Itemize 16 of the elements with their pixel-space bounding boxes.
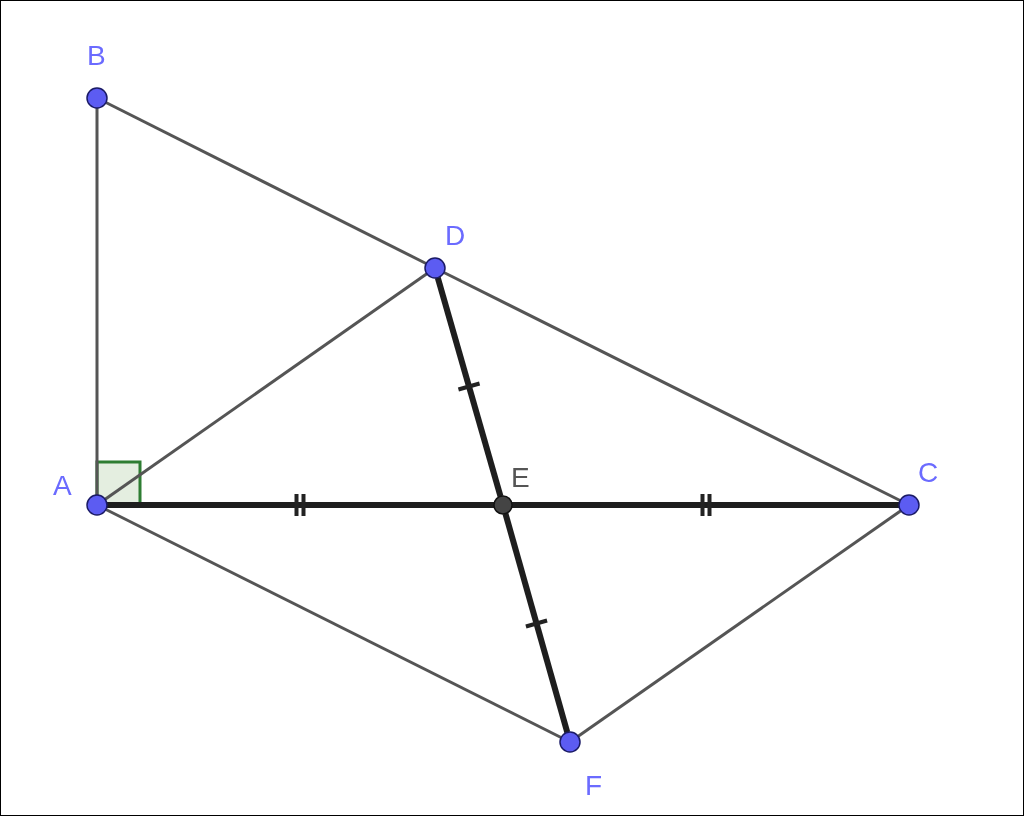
point-label: A <box>53 471 72 501</box>
line-segment <box>107 502 494 508</box>
line-segment <box>577 509 902 738</box>
line-segment <box>443 271 901 502</box>
line-segment <box>105 508 562 739</box>
line-segment <box>512 502 899 508</box>
point-label: C <box>918 458 939 488</box>
line-segment <box>434 276 504 498</box>
point-label: B <box>87 41 106 71</box>
point-label: D <box>445 221 466 251</box>
line-segment <box>105 101 427 265</box>
point-label: F <box>585 771 603 801</box>
line-segment <box>95 108 99 495</box>
point-label: E <box>511 463 530 493</box>
line-segment <box>502 512 571 734</box>
line-segment <box>104 272 428 501</box>
